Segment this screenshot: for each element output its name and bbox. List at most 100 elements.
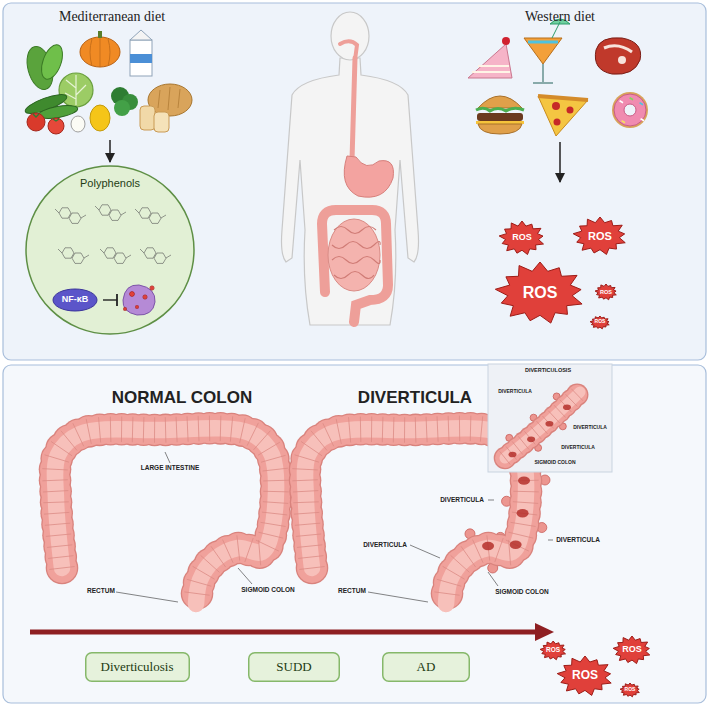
normal-colon-part	[44, 455, 68, 462]
diverticula-colon-part	[301, 441, 322, 455]
normal-colon-part	[258, 532, 283, 538]
leader-line-part	[165, 452, 170, 463]
diverticulosis-inset-part	[560, 400, 572, 412]
diverticula-colon-part	[393, 417, 395, 442]
polyphenol-circle-shape-part	[135, 209, 166, 218]
anatomy-label: SIGMOID COLON	[241, 586, 294, 593]
normal-colon-part	[45, 523, 70, 525]
polyphenol-circle-shape-part	[123, 307, 127, 311]
stage-box-shape-part	[249, 653, 340, 682]
inset-label: DIVERTICULA	[498, 389, 532, 395]
ros-burst-shape-part	[495, 262, 582, 323]
diverticula-colon-part	[360, 417, 362, 442]
diverticula-colon-part	[517, 509, 529, 517]
normal-colon-part	[187, 416, 188, 441]
diverticula-colon-part	[461, 546, 476, 567]
mediterranean-food-part	[80, 37, 120, 67]
node-text: Diverticulosis	[101, 660, 174, 674]
western-food-part	[639, 102, 643, 105]
normal-colon-part	[73, 423, 84, 446]
diverticula-colon-part	[437, 579, 462, 586]
western-food-part	[533, 82, 553, 84]
normal-colon-part	[262, 512, 287, 515]
normal-colon-part	[230, 416, 232, 441]
progression-arrow	[30, 623, 554, 641]
polyphenol-circle-shape-part-part	[123, 307, 127, 311]
western-food-part	[538, 96, 588, 100]
western-food-part	[478, 96, 522, 108]
mediterranean-food-part	[140, 106, 155, 130]
ros-burst: ROS	[572, 216, 628, 256]
normal-colon-part	[48, 556, 73, 559]
normal-colon-part	[259, 540, 261, 565]
diverticulosis-inset-part	[488, 364, 612, 472]
polyphenol-circle-shape-part-part	[129, 291, 135, 297]
normal-colon-part	[165, 417, 167, 442]
diverticulosis-inset-part	[571, 389, 583, 401]
digestive-tract-part	[352, 58, 355, 160]
mediterranean-food-part	[37, 42, 66, 82]
mediterranean-food-part	[27, 113, 45, 131]
western-food-part	[524, 38, 562, 64]
western-food-part	[612, 92, 648, 128]
diverticula-colon-part	[294, 455, 318, 462]
western-food-part	[621, 120, 625, 123]
normal-colon-part	[43, 501, 68, 503]
node-text: AD	[417, 660, 436, 674]
polyphenol-circle: PolyphenolsNF-κB	[25, 165, 195, 335]
diverticulosis-inset-part	[545, 421, 553, 427]
polyphenol-circle-shape-part	[143, 295, 148, 300]
diverticula-colon-part	[293, 491, 318, 492]
normal-colon-part	[201, 555, 220, 572]
western-food-part	[538, 96, 588, 136]
mediterranean-food-part	[98, 31, 102, 38]
diverticula-colon-part	[451, 555, 470, 572]
normal-colon-part	[55, 428, 276, 604]
polyphenol-circle-shape-part	[139, 208, 161, 224]
ros-text: ROS	[595, 319, 606, 325]
diverticula-colon-part	[293, 501, 318, 503]
stage-box-shape-part	[383, 653, 470, 682]
human-figure-part	[331, 12, 369, 60]
normal-colon-part	[143, 417, 145, 442]
western-food-part	[629, 97, 633, 100]
polyphenol-circle-shape-part	[129, 291, 135, 297]
digestive-tract	[322, 41, 393, 322]
mediterranean-food-part	[33, 114, 59, 121]
inset-label: DIVERTICULOSIS	[525, 367, 571, 373]
polyphenol-circle-shape-part	[103, 299, 117, 300]
diverticula-colon-part	[482, 542, 494, 550]
ros-burst-shape-part	[590, 316, 609, 329]
western-food-part	[477, 113, 523, 121]
normal-colon-part	[55, 428, 276, 604]
diverticula-colon-part	[473, 540, 484, 563]
diverticula-colon-part	[513, 491, 538, 493]
diet-title: Mediterranean diet	[59, 9, 165, 24]
diverticula-colon-part	[292, 480, 317, 481]
normal-colon-part	[44, 512, 69, 514]
diverticula-colon-part	[299, 567, 324, 570]
normal-colon-part	[263, 480, 288, 482]
diverticula-colon-part	[448, 416, 450, 441]
diverticula-colon-part	[323, 423, 334, 446]
human-figure	[282, 12, 419, 325]
polyphenol-circle-shape-part	[135, 305, 139, 309]
western-food-part	[528, 41, 558, 44]
ros-text: ROS	[512, 233, 532, 243]
polyphenol-circle-shape-part	[100, 249, 131, 258]
diverticula-colon-part	[336, 419, 341, 444]
node-text: SUDD	[276, 660, 311, 674]
diverticula-colon-part	[297, 545, 322, 548]
normal-colon-part	[263, 502, 288, 504]
mediterranean-food-part	[130, 30, 152, 40]
normal-colon-part	[176, 417, 177, 442]
leader-line-part	[488, 500, 494, 501]
western-food	[468, 19, 648, 182]
diet-title: Western diet	[525, 9, 595, 24]
normal-colon-part	[121, 417, 122, 442]
diverticula-colon	[289, 412, 550, 610]
diverticula-colon-part	[510, 541, 522, 549]
ros-text: ROS	[546, 646, 560, 653]
